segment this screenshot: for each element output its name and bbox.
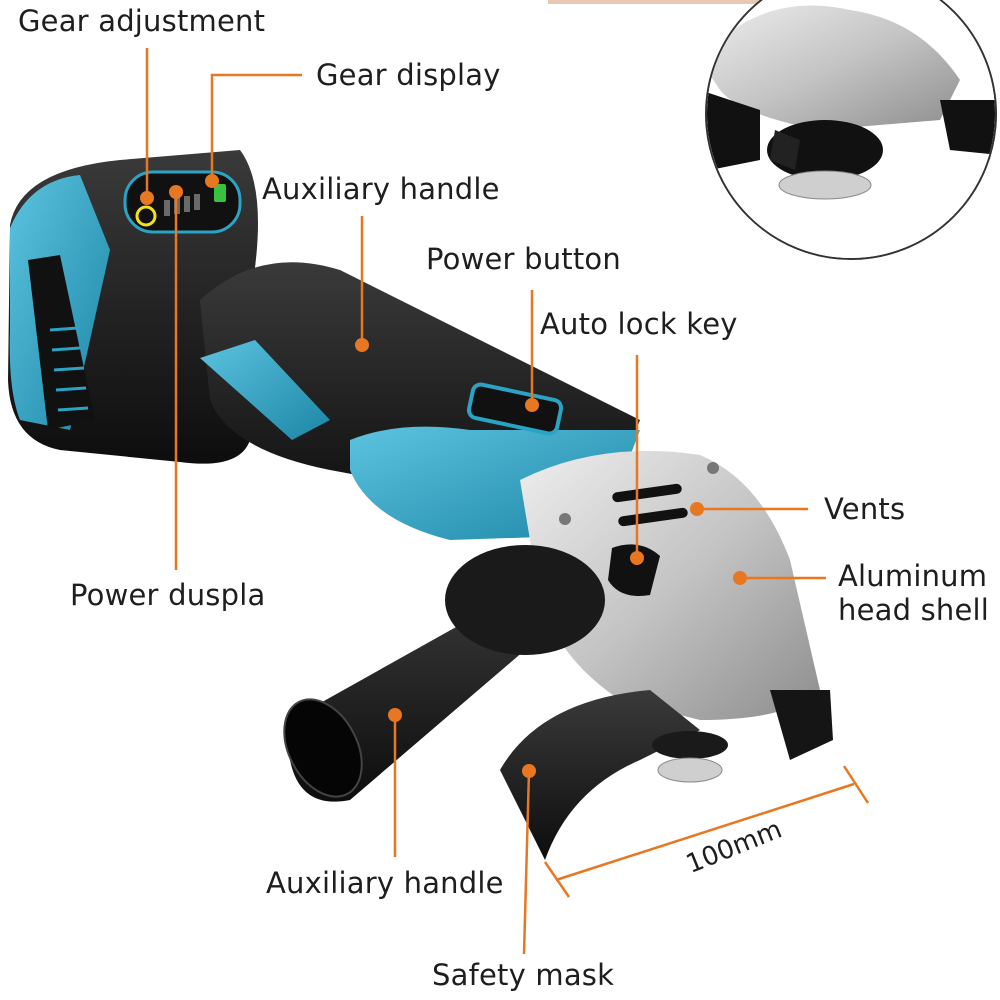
- side-handle: [283, 545, 605, 802]
- label-vents: Vents: [824, 492, 906, 526]
- battery-level-icon: [214, 184, 226, 202]
- label-power-button: Power button: [426, 242, 621, 276]
- callout-leaders: [140, 48, 826, 955]
- label-gear-display: Gear display: [316, 58, 501, 92]
- callout-dot-auxiliary-handle-top: [355, 338, 369, 352]
- safety-guard: [500, 690, 833, 860]
- label-aluminum-head-shell: Aluminum head shell: [838, 559, 990, 627]
- callout-dot-auxiliary-handle-bottom: [388, 708, 402, 722]
- callout-dot-gear-adjustment: [140, 191, 154, 205]
- aluminum-head: [520, 450, 820, 720]
- label-auto-lock-key: Auto lock key: [540, 307, 738, 341]
- dimension-tick-0: [543, 861, 571, 898]
- callout-dot-auto-lock-key: [630, 551, 644, 565]
- callout-dot-power-button: [525, 398, 539, 412]
- callout-dot-safety-mask: [522, 764, 536, 778]
- dimension-tick-1: [842, 765, 870, 804]
- label-auxiliary-handle-bottom: Auxiliary handle: [266, 866, 504, 900]
- power-button-part: [466, 382, 564, 436]
- inset-closeup: [705, 0, 997, 260]
- leader-line-safety-mask: [522, 770, 531, 955]
- dimension-marker: [543, 765, 870, 898]
- main-grip: [200, 262, 640, 540]
- battery-housing: [8, 150, 258, 464]
- label-gear-adjustment: Gear adjustment: [18, 4, 266, 38]
- callout-dot-vents: [690, 502, 704, 516]
- callout-dot-power-display: [169, 185, 183, 199]
- leader-line-gear-display: [210, 73, 302, 181]
- power-switch-icon: [135, 205, 157, 227]
- callout-dot-aluminum-head-shell: [733, 571, 747, 585]
- callout-dot-gear-display: [205, 174, 219, 188]
- label-safety-mask: Safety mask: [432, 958, 615, 992]
- spindle-lock-button: [608, 544, 660, 596]
- label-auxiliary-handle-top: Auxiliary handle: [262, 172, 500, 206]
- label-power-display: Power duspla: [70, 578, 266, 612]
- dimension-line: [555, 782, 855, 882]
- top-edge-artifact: [548, 0, 794, 4]
